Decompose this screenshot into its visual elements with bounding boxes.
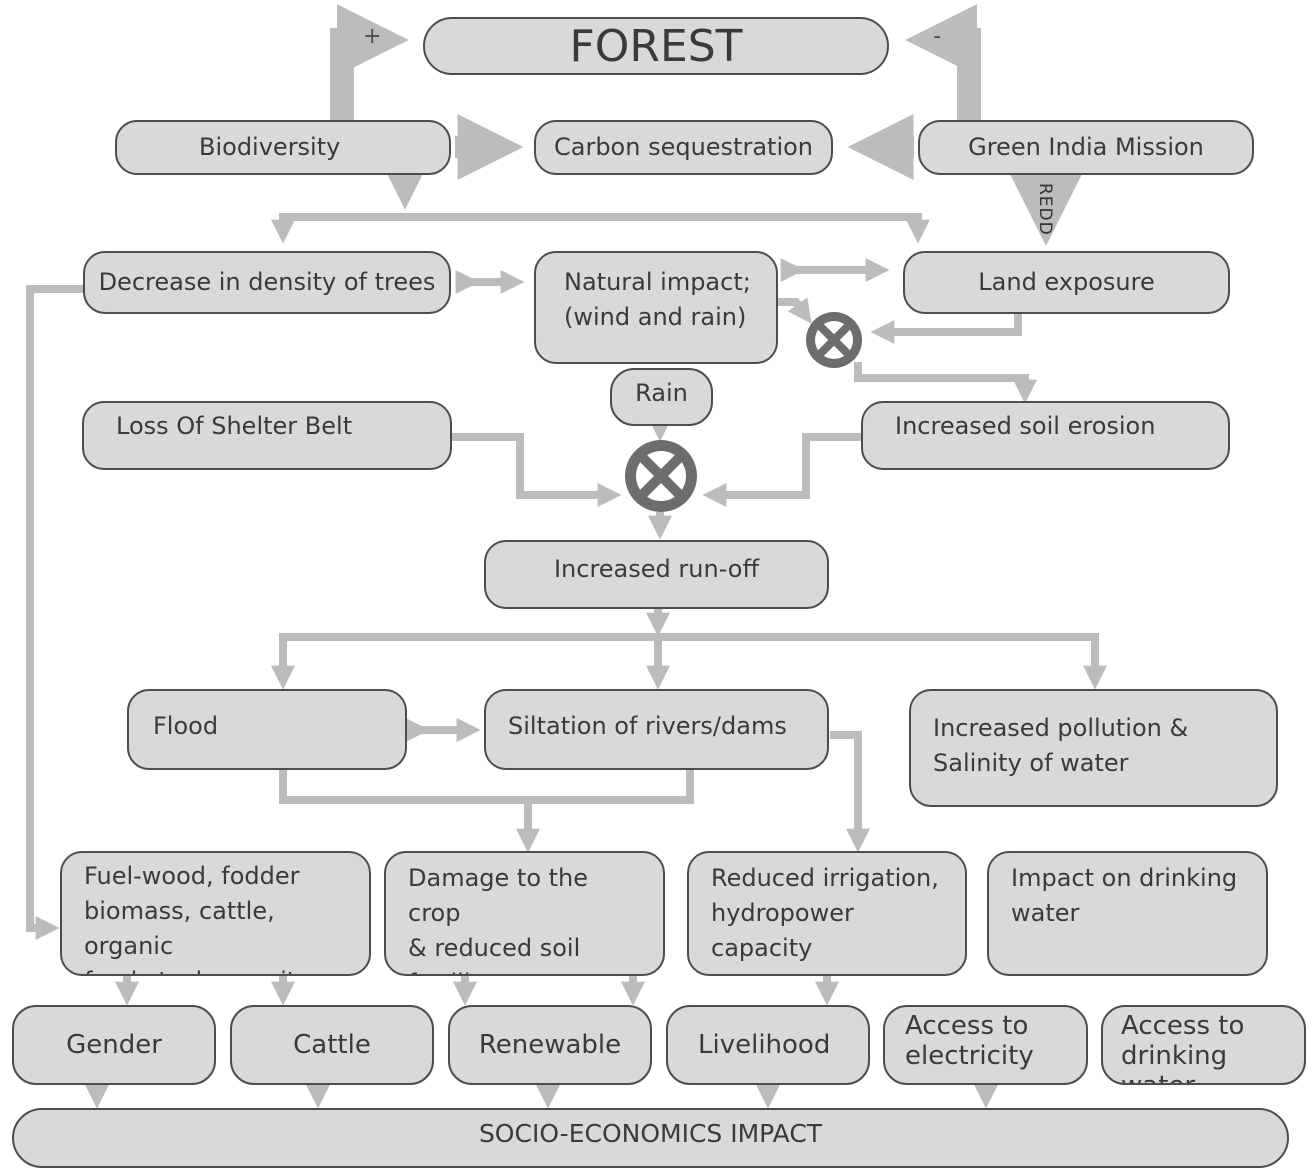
green-india-mission-node: Green India Mission [918, 120, 1254, 175]
redd-label: REDD [1035, 183, 1055, 236]
loss-shelter-belt-node: Loss Of Shelter Belt [82, 401, 452, 470]
access-drinking-water-node: Access to drinking water [1101, 1005, 1306, 1085]
erosion-to-lower-cross [702, 433, 862, 507]
natural-impact-node: Natural impact; (wind and rain) [534, 251, 778, 364]
plus-label: + [363, 24, 382, 49]
biodiversity-node: Biodiversity [115, 120, 451, 175]
runoff-branch-line [279, 633, 1107, 690]
loss-to-lower-cross [452, 433, 622, 507]
density-to-fuelwood-line [26, 285, 84, 940]
drinking-impact-node: Impact on drinking water [987, 851, 1268, 976]
minus-label: - [933, 24, 941, 49]
flood-node: Flood [127, 689, 407, 770]
land-exposure-node: Land exposure [903, 251, 1230, 314]
cattle-node: Cattle [230, 1005, 434, 1085]
minus-arrow-to-forest [905, 4, 981, 124]
soil-erosion-node: Increased soil erosion [861, 401, 1230, 470]
biodiversity-branch-line [279, 213, 930, 244]
carbon-sequestration-node: Carbon sequestration [534, 120, 833, 175]
lower-cross-circle [625, 440, 697, 512]
upper-cross-circle [806, 312, 862, 368]
decrease-density-node: Decrease in density of trees [83, 251, 451, 314]
siltation-node: Siltation of rivers/dams [484, 689, 829, 770]
forest-node: FOREST [423, 17, 889, 75]
rain-node: Rain [610, 368, 713, 426]
flood-siltation-merge [279, 769, 694, 804]
crop-damage-node: Damage to the crop & reduced soil fertil… [384, 851, 665, 976]
gender-node: Gender [12, 1005, 216, 1085]
plus-arrow-to-forest [330, 4, 409, 124]
upper-cross-to-erosion [854, 362, 1037, 404]
natural-to-upper-cross [778, 297, 812, 324]
pollution-node: Increased pollution & Salinity of water [909, 689, 1278, 807]
access-electricity-node: Access to electricity [883, 1005, 1088, 1085]
siltation-to-irrigation [830, 731, 870, 853]
livelihood-node: Livelihood [666, 1005, 870, 1085]
runoff-node: Increased run-off [484, 540, 829, 609]
renewable-node: Renewable [448, 1005, 652, 1085]
fuelwood-node: Fuel-wood, fodder biomass, cattle, organ… [60, 851, 371, 976]
irrigation-node: Reduced irrigation, hydropower capacity [687, 851, 967, 976]
land-to-upper-cross [870, 312, 1022, 344]
socio-economics-impact-node: SOCIO-ECONOMICS IMPACT [12, 1108, 1289, 1168]
